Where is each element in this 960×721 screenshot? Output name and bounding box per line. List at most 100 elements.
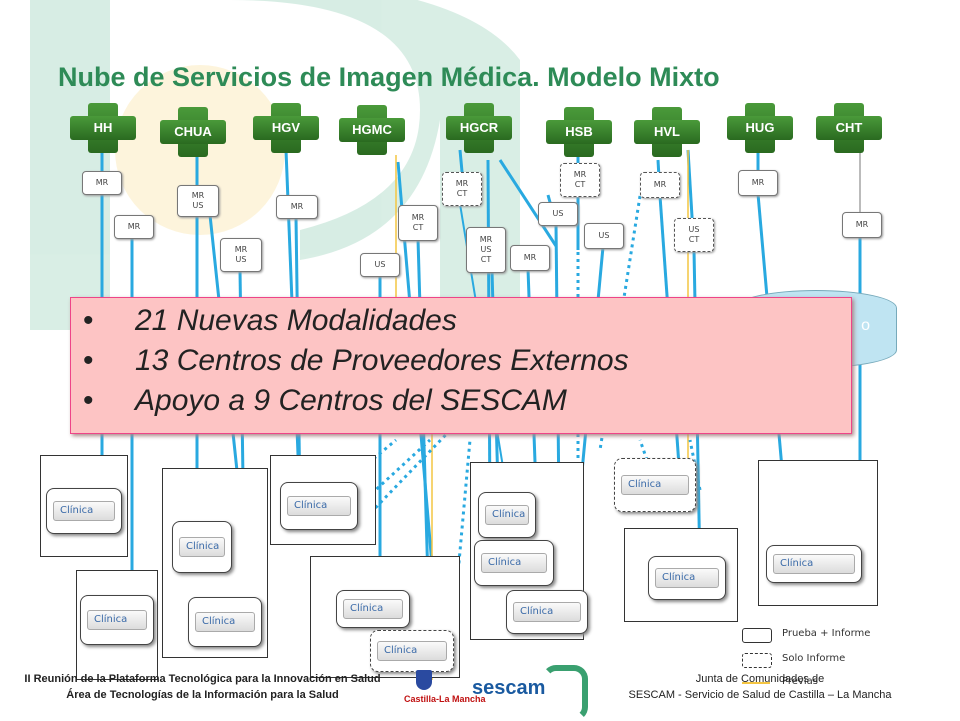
cloud-label-fragment: o [861,317,870,334]
bullet-icon: • [83,344,94,377]
modality-box[interactable]: MR [114,215,154,239]
hospital-hh[interactable]: HH [70,103,136,153]
cross-bar [816,116,882,140]
clinic-node[interactable]: Clínica [46,488,122,534]
modality-box[interactable]: MR [82,171,122,195]
clinic-node[interactable]: Clínica [614,458,696,512]
clinic-label: Clínica [621,475,689,495]
clinic-label: Clínica [343,599,403,619]
clinic-node[interactable]: Clínica [766,545,862,583]
summary-callout: • 21 Nuevas Modalidades • 13 Centros de Pr… [70,297,852,434]
modality-box[interactable]: US [538,202,578,226]
bullet-icon: • [83,304,94,337]
modality-box[interactable]: MR US [177,185,219,217]
connector-line [688,439,702,491]
connector-line [450,439,472,641]
modality-box[interactable]: US [584,223,624,249]
hospital-hgmc[interactable]: HGMC [339,105,405,155]
legend-label: Solo Informe [782,653,846,664]
footer-event: II Reunión de la Plataforma Tecnológica … [24,673,381,685]
modality-box[interactable]: MR US CT [466,227,506,273]
cross-bar [160,120,226,144]
hospital-hsb[interactable]: HSB [546,107,612,157]
cross-bar [70,116,136,140]
clinic-label: Clínica [195,612,255,632]
modality-box[interactable]: US CT [674,218,714,252]
connector-line [335,438,397,492]
modality-box[interactable]: MR US [220,238,262,272]
modality-box[interactable]: MR [738,170,778,196]
clinic-label: Clínica [53,501,115,521]
clinic-node[interactable]: Clínica [280,482,358,530]
hospital-hvl[interactable]: HVL [634,107,700,157]
callout-item: • Apoyo a 9 Centros del SESCAM [83,384,567,418]
shield-icon [416,670,432,690]
hospital-label: CHT [835,120,863,135]
hospital-hug[interactable]: HUG [727,103,793,153]
clinic-node[interactable]: Clínica [370,630,454,672]
clinic-label: Clínica [655,568,719,588]
clinic-node[interactable]: Clínica [188,597,262,647]
legend-label: Prueba + Informe [782,628,871,639]
provider-center [758,460,878,606]
footer-right: Junta de Comunidades de SESCAM - Servici… [600,671,920,703]
modality-box[interactable]: MR [510,245,550,271]
clinic-label: Clínica [87,610,147,630]
hospital-label: HVL [654,124,680,139]
castilla-la-mancha-logo: Castilla-La Mancha [404,670,486,714]
clinic-node[interactable]: Clínica [648,556,726,600]
clinic-node[interactable]: Clínica [478,492,536,538]
page-title: Nube de Servicios de Imagen Médica. Mode… [58,62,720,92]
callout-text: 21 Nuevas Modalidades [135,304,457,337]
legend: Prueba + Informe Solo Informe Previas [736,622,896,692]
hospital-hgv[interactable]: HGV [253,103,319,153]
clinic-node[interactable]: Clínica [80,595,154,645]
clinic-node[interactable]: Clínica [172,521,232,573]
modality-box[interactable]: US [360,253,400,277]
callout-text: Apoyo a 9 Centros del SESCAM [135,384,567,417]
sescam-logo: sescam [470,665,600,721]
clinic-label: Clínica [773,554,855,574]
clinic-label: Clínica [513,602,581,622]
modality-box[interactable]: MR CT [442,172,482,206]
legend-label: Previas [782,676,818,687]
clinic-label: Clínica [377,641,447,661]
hospital-chua[interactable]: CHUA [160,107,226,157]
hospital-label: HH [93,120,113,135]
hospital-label: HSB [565,124,593,139]
hospital-cht[interactable]: CHT [816,103,882,153]
hospital-hgcr[interactable]: HGCR [446,103,512,153]
modality-box[interactable]: MR CT [398,205,438,241]
logo-text: sescam [472,677,546,699]
bullet-icon: • [83,384,94,417]
hospital-label: HGV [271,120,301,135]
cross-bar [253,116,319,140]
cross-bar [446,116,512,140]
clinic-node[interactable]: Clínica [474,540,554,586]
logo-text: Castilla-La Mancha [404,694,486,704]
cross-bar [339,118,405,142]
modality-box[interactable]: MR CT [560,163,600,197]
clinic-label: Clínica [179,537,225,557]
clinic-node[interactable]: Clínica [336,590,410,628]
clinic-node[interactable]: Clínica [506,590,588,634]
solid-box-icon [742,628,772,643]
callout-item: • 21 Nuevas Modalidades [83,304,457,338]
footer-left: II Reunión de la Plataforma Tecnológica … [0,671,405,703]
hospital-label: HGCR [459,120,499,135]
dashed-box-icon [742,653,772,668]
footer-sescam: SESCAM - Servicio de Salud de Castilla –… [628,689,892,701]
callout-item: • 13 Centros de Proveedores Externos [83,344,629,378]
clinic-label: Clínica [485,505,529,525]
clinic-label: Clínica [287,496,351,516]
footer-junta: Junta de Comunidades de [695,673,825,685]
s-mark-icon [542,665,588,721]
sescam-watermark [30,0,520,330]
modality-box[interactable]: MR [276,195,318,219]
arrow-icon [742,682,770,684]
connector-line [498,159,558,247]
modality-box[interactable]: MR [842,212,882,238]
clinic-label: Clínica [481,553,547,573]
callout-text: 13 Centros de Proveedores Externos [135,344,629,377]
modality-box[interactable]: MR [640,172,680,198]
